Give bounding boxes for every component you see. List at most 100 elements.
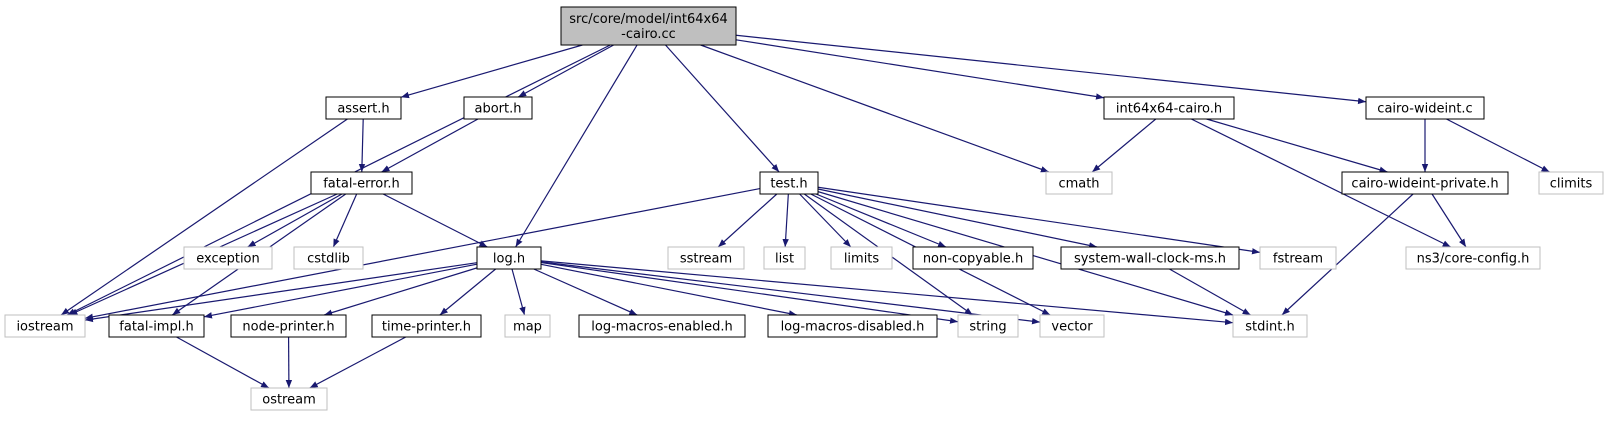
node-label-cairo-wideint-private-h: cairo-wideint-private.h — [1351, 177, 1498, 192]
node-label-fstream: fstream — [1273, 252, 1323, 267]
node-box-vector — [1039, 314, 1105, 338]
node-box-node-printer-h — [230, 314, 347, 338]
edge-cairo-wideint-private-h-to-stdint-h — [1281, 193, 1414, 316]
edge-root-to-test-h — [665, 44, 780, 173]
edge-cairo-wideint-private-h-to-ns3-core-config-h — [1431, 193, 1467, 248]
node-label-system-wall-clock-ms-h: system-wall-clock-ms.h — [1074, 252, 1226, 267]
node-label-sstream: sstream — [680, 252, 732, 267]
node-limits: limits — [830, 246, 893, 270]
node-system-wall-clock-ms-h[interactable]: system-wall-clock-ms.h — [1060, 246, 1240, 270]
node-label-time-printer-h: time-printer.h — [382, 320, 471, 335]
edge-test-h-to-non-copyable-h — [815, 193, 947, 248]
node-label-ns3-core-config-h: ns3/core-config.h — [1417, 252, 1530, 267]
node-log-macros-disabled-h[interactable]: log-macros-disabled.h — [767, 314, 938, 338]
node-ostream: ostream — [250, 387, 328, 411]
node-label-non-copyable-h: non-copyable.h — [923, 252, 1023, 267]
node-label-node-printer-h: node-printer.h — [242, 320, 334, 335]
node-box-log-h — [476, 246, 542, 270]
edge-root-to-abort-h — [517, 44, 614, 98]
node-fatal-error-h[interactable]: fatal-error.h — [310, 171, 413, 195]
node-label-cairo-wideint-c: cairo-wideint.c — [1377, 102, 1472, 117]
edge-system-wall-clock-ms-h-to-stdint-h — [1169, 268, 1251, 316]
node-label-log-h: log.h — [493, 252, 525, 267]
node-label-exception: exception — [196, 252, 260, 267]
edge-log-h-to-stdint-h — [540, 260, 1234, 326]
node-label-cstdlib: cstdlib — [307, 252, 350, 267]
edge-test-h-to-limits — [799, 193, 852, 248]
node-box-climits — [1538, 171, 1604, 195]
nodes-layer: src/core/model/int64x64-cairo.cc iostream… — [4, 6, 1604, 411]
edge-time-printer-h-to-ostream — [309, 336, 407, 389]
node-box-log-macros-disabled-h — [767, 314, 938, 338]
node-box-system-wall-clock-ms-h — [1060, 246, 1240, 270]
node-label-root: src/core/model/int64x64 — [569, 12, 727, 27]
node-label-abort-h: abort.h — [475, 102, 522, 117]
node-label-list: list — [775, 252, 794, 267]
node-fstream: fstream — [1259, 246, 1337, 270]
node-label-stdint-h: stdint.h — [1245, 320, 1294, 335]
node-label-assert-h: assert.h — [337, 102, 389, 117]
node-time-printer-h[interactable]: time-printer.h — [371, 314, 482, 338]
node-label-log-macros-enabled-h: log-macros-enabled.h — [591, 320, 732, 335]
node-label-iostream: iostream — [16, 320, 73, 335]
node-box-stdint-h — [1232, 314, 1308, 338]
node-box-string — [957, 314, 1019, 338]
node-list: list — [763, 246, 806, 270]
node-box-log-macros-enabled-h — [578, 314, 746, 338]
node-label-climits: climits — [1550, 177, 1593, 192]
node-box-assert-h — [325, 96, 402, 120]
node-label-int64x64-cairo-h: int64x64-cairo.h — [1116, 102, 1222, 117]
edge-cairo-wideint-c-to-climits — [1446, 118, 1550, 173]
node-box-map — [504, 314, 551, 338]
edge-log-h-to-node-printer-h — [323, 267, 478, 316]
node-fatal-impl-h[interactable]: fatal-impl.h — [108, 314, 205, 338]
node-cstdlib: cstdlib — [293, 246, 364, 270]
node-exception: exception — [183, 246, 273, 270]
node-label-test-h: test.h — [770, 177, 807, 192]
edge-root-to-cairo-wideint-c — [735, 34, 1367, 105]
node-node-printer-h[interactable]: node-printer.h — [230, 314, 347, 338]
edge-int64x64-cairo-h-to-ns3-core-config-h — [1191, 118, 1451, 248]
node-cairo-wideint-c[interactable]: cairo-wideint.c — [1365, 96, 1485, 120]
node-int64x64-cairo-h[interactable]: int64x64-cairo.h — [1103, 96, 1235, 120]
node-box-ns3-core-config-h — [1405, 246, 1541, 270]
edge-int64x64-cairo-h-to-cairo-wideint-private-h — [1206, 118, 1388, 173]
node-ns3-core-config-h: ns3/core-config.h — [1405, 246, 1541, 270]
edge-log-h-to-map — [511, 268, 526, 316]
edge-log-h-to-iostream — [84, 262, 478, 323]
node-label-log-macros-disabled-h: log-macros-disabled.h — [781, 320, 925, 335]
node-box-fatal-error-h — [310, 171, 413, 195]
node-climits: climits — [1538, 171, 1604, 195]
node-box-root — [560, 6, 737, 46]
node-box-abort-h — [463, 96, 533, 120]
node-label-limits: limits — [844, 252, 880, 267]
edge-assert-h-to-iostream — [60, 118, 348, 316]
node-map: map — [504, 314, 551, 338]
edges-layer — [60, 34, 1550, 389]
edge-fatal-error-h-to-exception — [247, 193, 343, 248]
node-box-fatal-impl-h — [108, 314, 205, 338]
node-non-copyable-h[interactable]: non-copyable.h — [912, 246, 1034, 270]
node-log-h[interactable]: log.h — [476, 246, 542, 270]
node-root[interactable]: src/core/model/int64x64-cairo.cc — [560, 6, 737, 46]
edge-root-to-cmath — [700, 44, 1050, 173]
edge-test-h-to-list — [782, 193, 789, 248]
node-string: string — [957, 314, 1019, 338]
node-abort-h[interactable]: abort.h — [463, 96, 533, 120]
node-box-cairo-wideint-c — [1365, 96, 1485, 120]
node-box-non-copyable-h — [912, 246, 1034, 270]
node-box-exception — [183, 246, 273, 270]
node-stdint-h: stdint.h — [1232, 314, 1308, 338]
node-label-ostream: ostream — [262, 393, 316, 408]
edge-log-h-to-string — [540, 261, 959, 324]
edge-int64x64-cairo-h-to-cmath — [1091, 118, 1157, 173]
node-log-macros-enabled-h[interactable]: log-macros-enabled.h — [578, 314, 746, 338]
node-cairo-wideint-private-h[interactable]: cairo-wideint-private.h — [1341, 171, 1509, 195]
node-box-iostream — [4, 314, 86, 338]
edge-test-h-to-fstream — [817, 186, 1261, 255]
node-label-vector: vector — [1051, 320, 1093, 335]
node-test-h[interactable]: test.h — [759, 171, 819, 195]
edge-abort-h-to-fatal-error-h — [381, 118, 479, 173]
node-assert-h[interactable]: assert.h — [325, 96, 402, 120]
